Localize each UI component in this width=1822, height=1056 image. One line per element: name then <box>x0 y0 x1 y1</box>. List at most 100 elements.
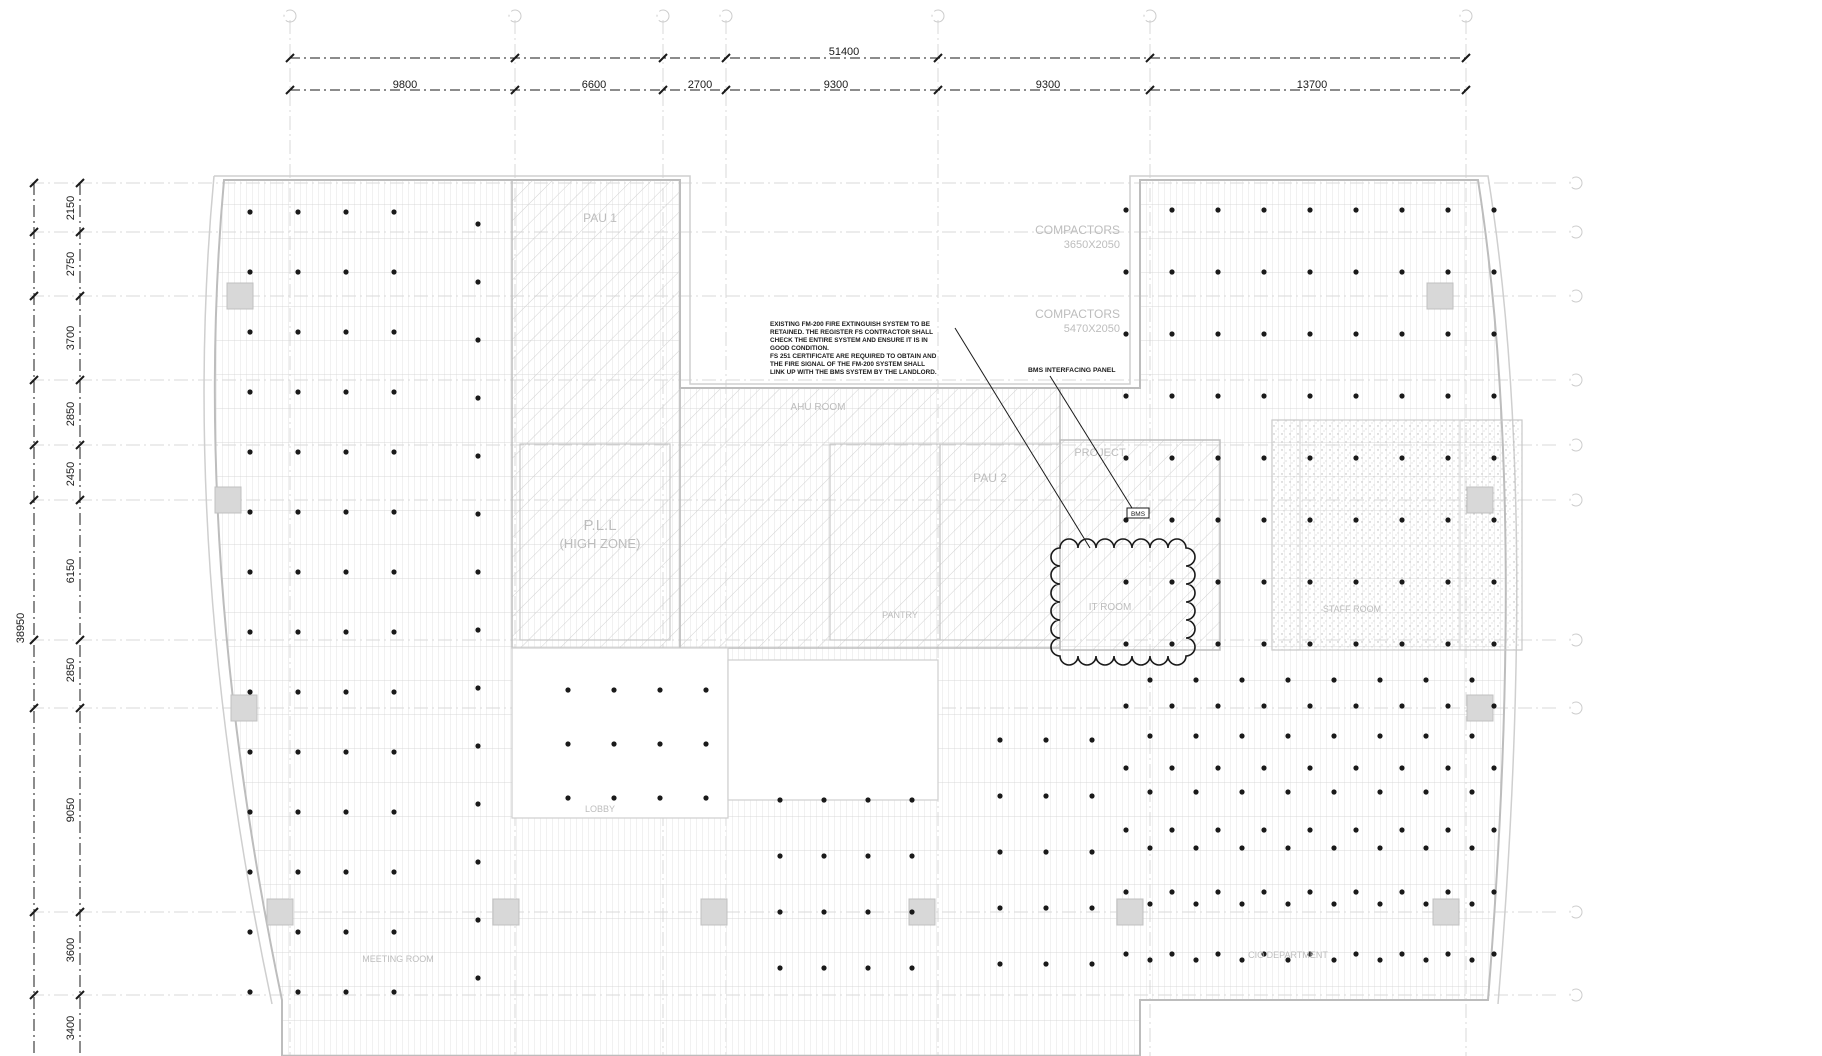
grid-bubble <box>931 9 945 23</box>
row-dim-3: 3700 <box>65 326 77 350</box>
label-project: PROJECT <box>1074 447 1126 459</box>
sprinkler <box>1445 703 1451 709</box>
row-dim-2: 2750 <box>65 252 77 276</box>
grid-bubble <box>719 9 733 23</box>
sprinkler <box>1215 393 1221 399</box>
dim-tick <box>29 635 39 645</box>
sprinkler <box>1399 765 1405 771</box>
sprinkler <box>703 687 709 693</box>
sprinkler <box>1469 957 1475 963</box>
sprinkler <box>1043 793 1049 799</box>
sprinkler <box>1147 733 1153 739</box>
sprinkler <box>657 741 663 747</box>
dim-tick <box>75 440 85 450</box>
label-ahu-room: AHU ROOM <box>791 402 846 413</box>
sprinkler <box>909 965 915 971</box>
column <box>214 486 242 514</box>
sprinkler <box>247 329 253 335</box>
sprinkler <box>1215 827 1221 833</box>
sprinkler <box>1331 789 1337 795</box>
sprinkler <box>1169 951 1175 957</box>
sprinkler <box>1491 207 1497 213</box>
sprinkler <box>391 449 397 455</box>
sprinkler <box>1043 905 1049 911</box>
sprinkler <box>1469 789 1475 795</box>
sprinkler <box>1193 733 1199 739</box>
sprinkler-heads <box>247 207 1497 995</box>
sprinkler <box>475 917 481 923</box>
dim-tick <box>1461 53 1471 63</box>
sprinkler <box>1215 517 1221 523</box>
dim-tick <box>933 53 943 63</box>
sprinkler <box>1215 951 1221 957</box>
column <box>226 282 254 310</box>
sprinkler <box>1193 677 1199 683</box>
sprinkler <box>1285 733 1291 739</box>
sprinkler <box>1261 951 1267 957</box>
sprinkler <box>1261 455 1267 461</box>
open-areas <box>511 419 1523 819</box>
sprinkler <box>1285 957 1291 963</box>
label-meeting: MEETING ROOM <box>362 954 434 964</box>
sprinkler <box>475 511 481 517</box>
label-pau1: PAU 1 <box>583 211 617 225</box>
sprinkler <box>247 809 253 815</box>
sprinkler <box>247 269 253 275</box>
sprinkler <box>475 859 481 865</box>
sprinkler <box>1399 579 1405 585</box>
sprinkler <box>1491 889 1497 895</box>
sprinkler <box>1285 901 1291 907</box>
sprinkler <box>821 909 827 915</box>
grid-bubble <box>1569 176 1583 190</box>
sprinkler <box>247 689 253 695</box>
dim-tick <box>75 703 85 713</box>
sprinkler <box>391 209 397 215</box>
column <box>700 898 728 926</box>
sprinkler <box>1491 641 1497 647</box>
sprinkler <box>1445 517 1451 523</box>
sprinkler <box>1261 579 1267 585</box>
sprinkler <box>1147 789 1153 795</box>
note-line-6: THE FIRE SIGNAL OF THE FM-200 SYSTEM SHA… <box>770 361 925 368</box>
sprinkler <box>1123 765 1129 771</box>
sprinkler <box>1353 951 1359 957</box>
sprinkler <box>865 853 871 859</box>
dim-tick <box>29 440 39 450</box>
label-compactors-1: COMPACTORS <box>1035 223 1120 237</box>
sprinkler <box>1147 845 1153 851</box>
dim-tick <box>721 85 731 95</box>
sprinkler <box>1353 827 1359 833</box>
sprinkler <box>1445 827 1451 833</box>
sprinkler <box>565 687 571 693</box>
label-compactors-2-size: 5470X2050 <box>1064 323 1120 335</box>
note-line-4: GOOD CONDITION. <box>770 345 829 352</box>
label-pau2: PAU 2 <box>973 471 1007 485</box>
sprinkler <box>1469 901 1475 907</box>
sprinkler <box>1307 827 1313 833</box>
sprinkler <box>1123 951 1129 957</box>
dim-tick <box>75 907 85 917</box>
sprinkler <box>909 853 915 859</box>
sprinkler <box>295 689 301 695</box>
sprinkler <box>475 743 481 749</box>
sprinkler <box>343 749 349 755</box>
dim-tick <box>75 375 85 385</box>
dim-tick <box>29 703 39 713</box>
sprinkler <box>777 853 783 859</box>
sprinkler <box>1423 677 1429 683</box>
sprinkler <box>1353 269 1359 275</box>
sprinkler <box>565 741 571 747</box>
sprinkler <box>1445 579 1451 585</box>
note-line-3: CHECK THE ENTIRE SYSTEM AND ENSURE IT IS… <box>770 337 928 344</box>
row-dim-10: 3400 <box>65 1016 77 1040</box>
sprinkler <box>475 279 481 285</box>
sprinkler <box>777 909 783 915</box>
sprinkler <box>777 797 783 803</box>
sprinkler <box>1491 951 1497 957</box>
sprinkler <box>1423 845 1429 851</box>
sprinkler <box>1423 901 1429 907</box>
sprinkler <box>1123 703 1129 709</box>
dim-tick <box>75 178 85 188</box>
bay-dims: 9800 6600 2700 9300 9300 13700 <box>393 79 1328 91</box>
sprinkler <box>1261 765 1267 771</box>
